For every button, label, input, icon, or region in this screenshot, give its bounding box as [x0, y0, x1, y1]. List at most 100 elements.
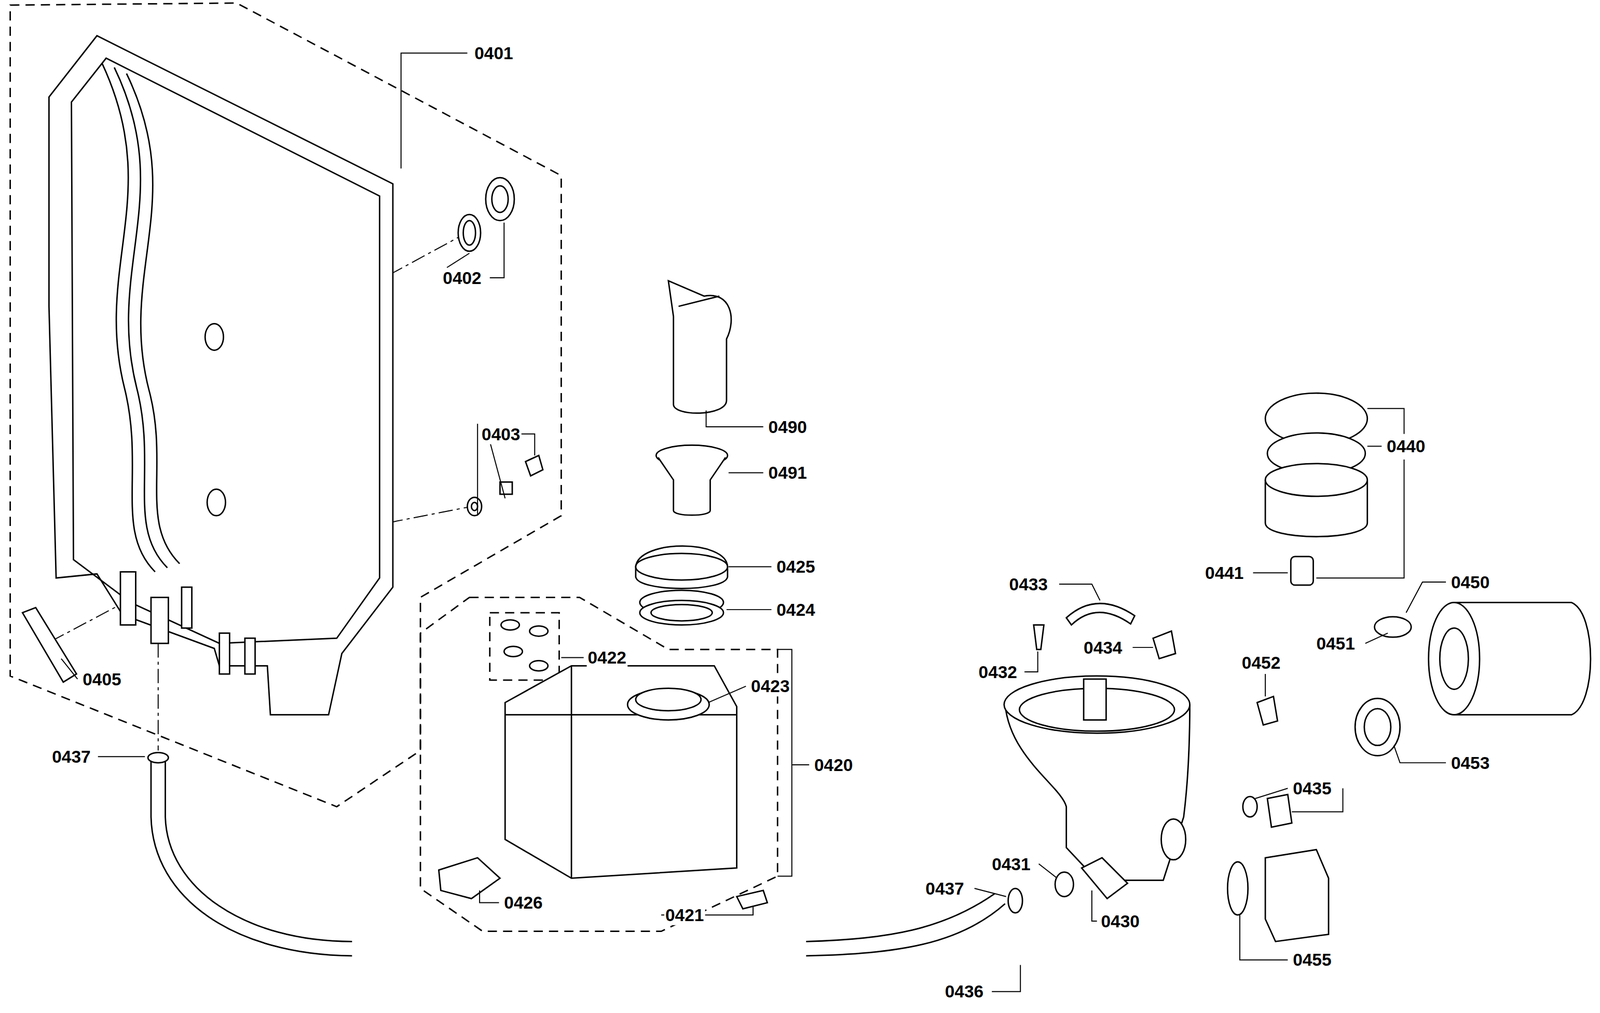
leader-line — [1132, 646, 1153, 648]
small-parts — [525, 455, 543, 476]
drain-hose — [165, 760, 353, 941]
callout-number: 0436 — [944, 981, 985, 1001]
sump-assembly — [1066, 603, 1135, 625]
leader-line — [1024, 651, 1038, 672]
sump-assembly — [1083, 678, 1106, 720]
leader-line — [728, 566, 772, 567]
door-panel — [48, 35, 393, 715]
group-outline — [489, 612, 560, 680]
callout-number: 0435 — [1291, 778, 1333, 798]
leader-line — [1059, 583, 1101, 600]
door-panel — [120, 571, 136, 625]
pump-motor — [1439, 627, 1469, 690]
dispenser-parts — [658, 457, 726, 515]
dispenser-parts — [668, 280, 732, 414]
leader-line — [1405, 581, 1446, 613]
callout-number: 0491 — [767, 462, 809, 483]
water-softener — [504, 665, 737, 878]
dispenser-parts — [650, 604, 713, 621]
door-panel — [48, 35, 393, 715]
callout-number: 0455 — [1291, 949, 1333, 969]
leader-line — [991, 964, 1021, 992]
pump-motor — [1227, 861, 1248, 915]
leader-line — [489, 222, 505, 278]
small-parts — [458, 214, 481, 252]
small-parts — [491, 185, 509, 213]
dispenser-parts — [529, 660, 548, 671]
water-softener — [504, 714, 737, 715]
callout-number: 0426 — [502, 892, 544, 912]
pump-motor — [1355, 698, 1401, 756]
leader-line — [520, 433, 536, 456]
small-parts — [22, 607, 77, 682]
leader-line — [1316, 459, 1404, 578]
door-panel — [204, 323, 224, 350]
small-parts — [471, 502, 478, 511]
callout-number: 0405 — [81, 668, 122, 689]
callout-number: 0421 — [664, 904, 705, 924]
leader-line — [708, 686, 747, 703]
dispenser-parts — [500, 280, 732, 671]
group-outline — [420, 597, 778, 932]
pump-motor — [1242, 796, 1258, 817]
group-outline — [10, 3, 562, 807]
callout-number: 0451 — [1315, 633, 1356, 653]
door-panel — [219, 632, 230, 674]
leader-line — [98, 756, 145, 757]
pump-motor — [1374, 616, 1412, 637]
callout-number: 0437 — [924, 878, 965, 898]
drain-hose — [1008, 887, 1023, 913]
door-panel — [181, 586, 193, 628]
door-panel — [71, 58, 380, 644]
pump-motor — [1265, 463, 1368, 497]
pump-motor — [1227, 392, 1591, 941]
leader-line — [1252, 572, 1288, 573]
leader-line — [706, 410, 764, 427]
pump-motor — [1290, 556, 1314, 585]
sump-assembly — [1081, 857, 1128, 899]
callout-number: 0403 — [480, 424, 522, 444]
callout-number: 0423 — [749, 676, 791, 696]
sump-assembly — [1161, 818, 1186, 860]
leader-line — [974, 887, 1007, 897]
dispenser-parts — [500, 619, 519, 631]
dispenser-parts — [529, 625, 548, 637]
callout-number: 0420 — [813, 754, 854, 774]
drain-hose — [147, 751, 1023, 955]
sump-assembly — [1153, 630, 1176, 659]
callout-number: 0490 — [767, 416, 809, 436]
dispenser-parts — [678, 295, 720, 307]
leader-line — [1265, 673, 1266, 696]
small-parts — [467, 497, 483, 516]
leader-line — [1254, 787, 1288, 799]
drain-hose — [147, 751, 169, 763]
callout-number: 0401 — [473, 43, 514, 63]
callout-number: 0424 — [775, 599, 816, 619]
callout-number: 0452 — [1240, 652, 1282, 673]
drain-hose — [805, 893, 995, 941]
leader-line — [446, 253, 470, 268]
callout-number: 0440 — [1385, 436, 1427, 456]
sump-assembly — [1004, 675, 1191, 733]
sump-assembly — [1004, 603, 1191, 898]
leader-line — [1367, 445, 1383, 447]
leader-line — [1393, 745, 1446, 763]
leader-line — [477, 423, 478, 516]
leader-line — [1365, 632, 1388, 644]
pump-motor — [1265, 849, 1329, 941]
small-parts — [463, 220, 476, 245]
pump-motor — [1428, 602, 1480, 715]
axis-line — [157, 643, 159, 751]
water-softener — [570, 665, 572, 878]
water-softener — [438, 857, 500, 899]
leader-line — [479, 890, 499, 903]
callout-number: 0425 — [775, 556, 816, 577]
leader-line — [1038, 863, 1058, 879]
group-outline — [10, 3, 778, 932]
water-softener — [635, 688, 702, 711]
sump-assembly — [1033, 624, 1045, 650]
leader-line — [1091, 890, 1098, 921]
callout-number: 0453 — [1450, 752, 1491, 772]
